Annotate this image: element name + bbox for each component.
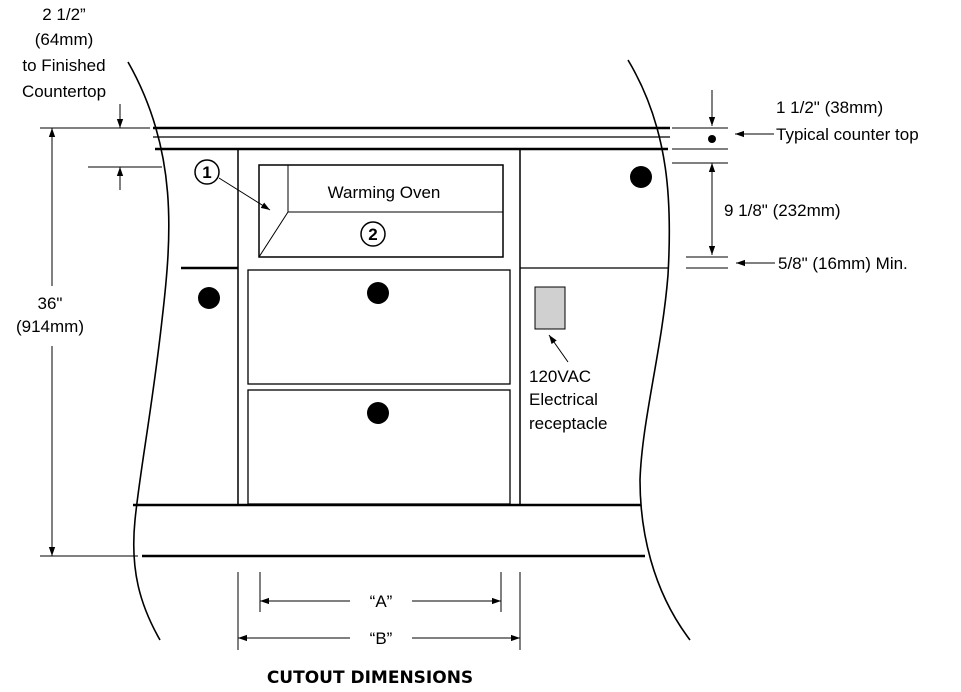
callout-2-number: 2	[368, 225, 377, 244]
left-break-line	[127, 61, 170, 641]
right-break-line	[627, 59, 691, 641]
diagram-caption: CUTOUT DIMENSIONS	[267, 668, 473, 688]
width-a-label: “A”	[370, 592, 393, 611]
counter-top-label: Typical counter top	[776, 125, 919, 144]
callout-1-circle	[194, 159, 220, 185]
counter-top-marker	[708, 135, 716, 143]
finished-top-line-4: Countertop	[22, 82, 106, 101]
knob-left-drawer	[198, 287, 220, 309]
receptacle-label-line-1: 120VAC	[529, 367, 591, 386]
warming-oven	[258, 164, 504, 258]
counter-thickness-label: 1 1/2" (38mm)	[776, 98, 883, 117]
callout-2-circle	[360, 221, 386, 247]
receptacle-label-line-3: receptacle	[529, 414, 607, 433]
height-label-line-2: (914mm)	[16, 317, 84, 336]
finished-top-line-2: (64mm)	[35, 30, 94, 49]
height-label-line-1: 36"	[38, 294, 63, 313]
receptacle-label-line-2: Electrical	[529, 390, 598, 409]
callout-1-number: 1	[202, 163, 211, 182]
warming-oven-label: Warming Oven	[328, 183, 441, 202]
finished-top-line-1: 2 1/2”	[42, 5, 86, 24]
width-b-label: “B”	[370, 629, 393, 648]
knob-drawer-2	[367, 402, 389, 424]
callout-1-leader	[218, 177, 271, 211]
warming-oven-bevel-diagonal	[258, 211, 289, 258]
finished-top-line-3: to Finished	[22, 56, 105, 75]
min-gap-label: 5/8" (16mm) Min.	[778, 254, 908, 273]
knob-upper-right	[630, 166, 652, 188]
lower-drawer-1	[247, 269, 511, 385]
electrical-receptacle	[534, 286, 566, 330]
opening-height-label: 9 1/8" (232mm)	[724, 201, 841, 220]
knob-drawer-1	[367, 282, 389, 304]
receptacle-leader	[548, 334, 569, 363]
